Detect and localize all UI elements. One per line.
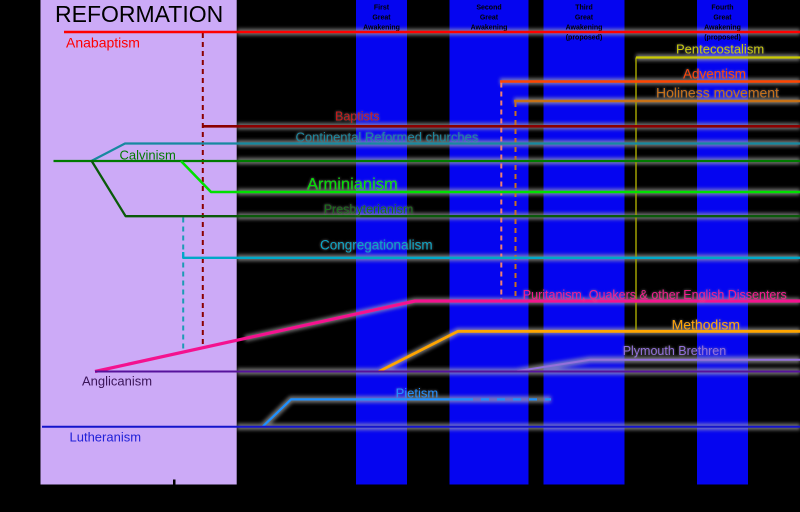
svg-text:Methodism: Methodism bbox=[672, 317, 740, 333]
svg-text:Second: Second bbox=[476, 5, 501, 12]
svg-text:Great: Great bbox=[480, 15, 499, 22]
svg-text:Awakening: Awakening bbox=[704, 25, 741, 32]
svg-text:REFORMATION: REFORMATION bbox=[55, 1, 223, 27]
svg-text:Awakening: Awakening bbox=[566, 25, 603, 32]
svg-text:Third: Third bbox=[575, 5, 593, 12]
svg-text:Plymouth Brethren: Plymouth Brethren bbox=[623, 344, 727, 358]
svg-text:Holiness movement: Holiness movement bbox=[656, 85, 779, 101]
svg-text:Presbyterianism: Presbyterianism bbox=[324, 203, 414, 217]
svg-text:Lutheranism: Lutheranism bbox=[70, 430, 142, 445]
svg-text:Fourth: Fourth bbox=[711, 5, 733, 12]
svg-text:(proposed): (proposed) bbox=[566, 35, 603, 42]
svg-text:Awakening: Awakening bbox=[363, 25, 400, 32]
svg-text:Awakening: Awakening bbox=[471, 25, 508, 32]
svg-text:Continental Reformed churches: Continental Reformed churches bbox=[296, 130, 479, 145]
svg-text:Great: Great bbox=[372, 15, 391, 22]
svg-text:(proposed): (proposed) bbox=[704, 35, 741, 42]
svg-text:Pietism: Pietism bbox=[396, 386, 439, 401]
svg-text:Puritanism, Quakers & other En: Puritanism, Quakers & other English Diss… bbox=[523, 288, 787, 302]
svg-text:Calvinism: Calvinism bbox=[120, 148, 176, 163]
svg-text:Pentecostalism: Pentecostalism bbox=[676, 42, 764, 57]
svg-text:Anglicanism: Anglicanism bbox=[82, 374, 152, 389]
svg-text:Arminianism: Arminianism bbox=[307, 176, 398, 194]
svg-text:Great: Great bbox=[575, 15, 594, 22]
svg-text:Adventism: Adventism bbox=[683, 67, 746, 82]
svg-text:First: First bbox=[374, 5, 390, 12]
svg-text:Congregationalism: Congregationalism bbox=[320, 238, 433, 253]
svg-text:Anabaptism: Anabaptism bbox=[66, 35, 140, 51]
svg-text:Baptists: Baptists bbox=[335, 110, 379, 124]
svg-text:Great: Great bbox=[713, 15, 732, 22]
